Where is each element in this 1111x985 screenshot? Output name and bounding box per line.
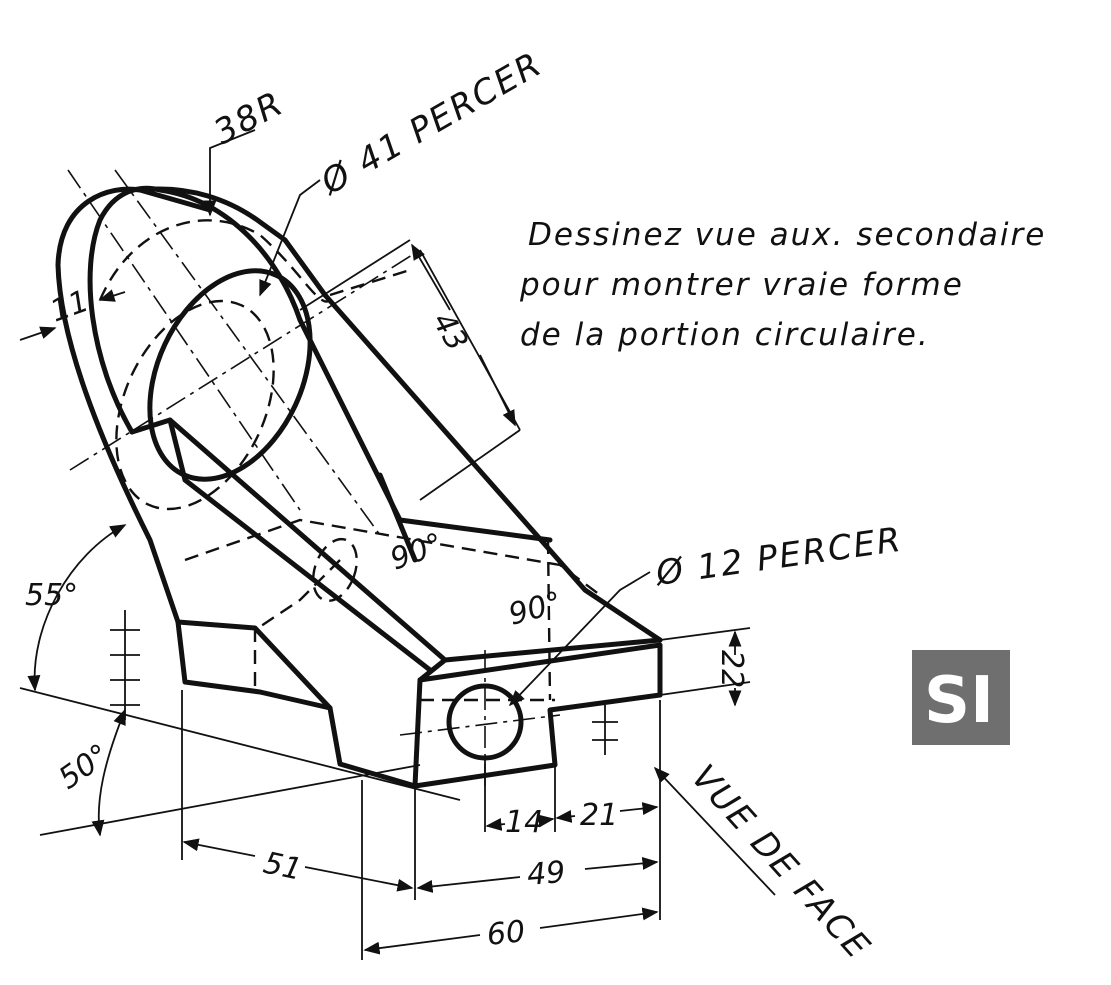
hidden-slot-5 [546,539,552,701]
hidden-lines [98,219,601,702]
construction-lines [19,169,751,960]
base-top-front [417,637,663,683]
angle-90-right: 90° [505,585,565,633]
hidden-rib [254,559,341,631]
big-hole [147,268,313,482]
angle-55: 55° [25,578,78,613]
dim-14: 14 [505,805,543,840]
base-left-block [175,619,418,789]
upright-top-edge [282,237,328,298]
big-hole-back [115,299,275,511]
small-hole-callout: Ø 12 PERCER [652,520,905,594]
instruction-line-1: Dessinez vue aux. secondaire [528,217,1046,253]
radius-callout: 38R [207,83,290,153]
upright-inner-rib [377,472,418,563]
upright-ridge [322,292,663,643]
dim-49: 49 [526,855,567,893]
si-badge-box [912,650,1010,745]
si-badge-label: SI [924,664,994,738]
dim-51: 51 [260,846,305,888]
dim-60: 60 [485,914,527,953]
arch-back-top [137,187,213,213]
angle-50: 50° [53,737,117,796]
instruction-line-2: pour montrer vraie forme [519,267,964,303]
part-outline [55,185,663,789]
dim-21: 21 [580,798,618,833]
view-direction-label: VUE DE FACE [683,757,878,967]
hidden-slot-1 [329,268,411,297]
arch-front-face [87,185,303,435]
slot-inner-edge [167,417,433,673]
dim-11: 11 [46,284,94,330]
big-hole-callout: Ø 41 PERCER [313,44,550,204]
small-hole-hidden [312,537,358,603]
instruction-line-3: de la portion circulaire. [520,317,930,353]
arch-outer [55,186,288,625]
hidden-slot-2 [184,518,601,596]
dim-43: 43 [425,307,474,358]
angle-90-top: 90° [386,526,448,577]
dimension-lines [19,129,776,955]
dim-22: 22 [714,650,749,688]
si-badge: SI [912,650,1010,745]
arch-hidden [98,219,331,303]
